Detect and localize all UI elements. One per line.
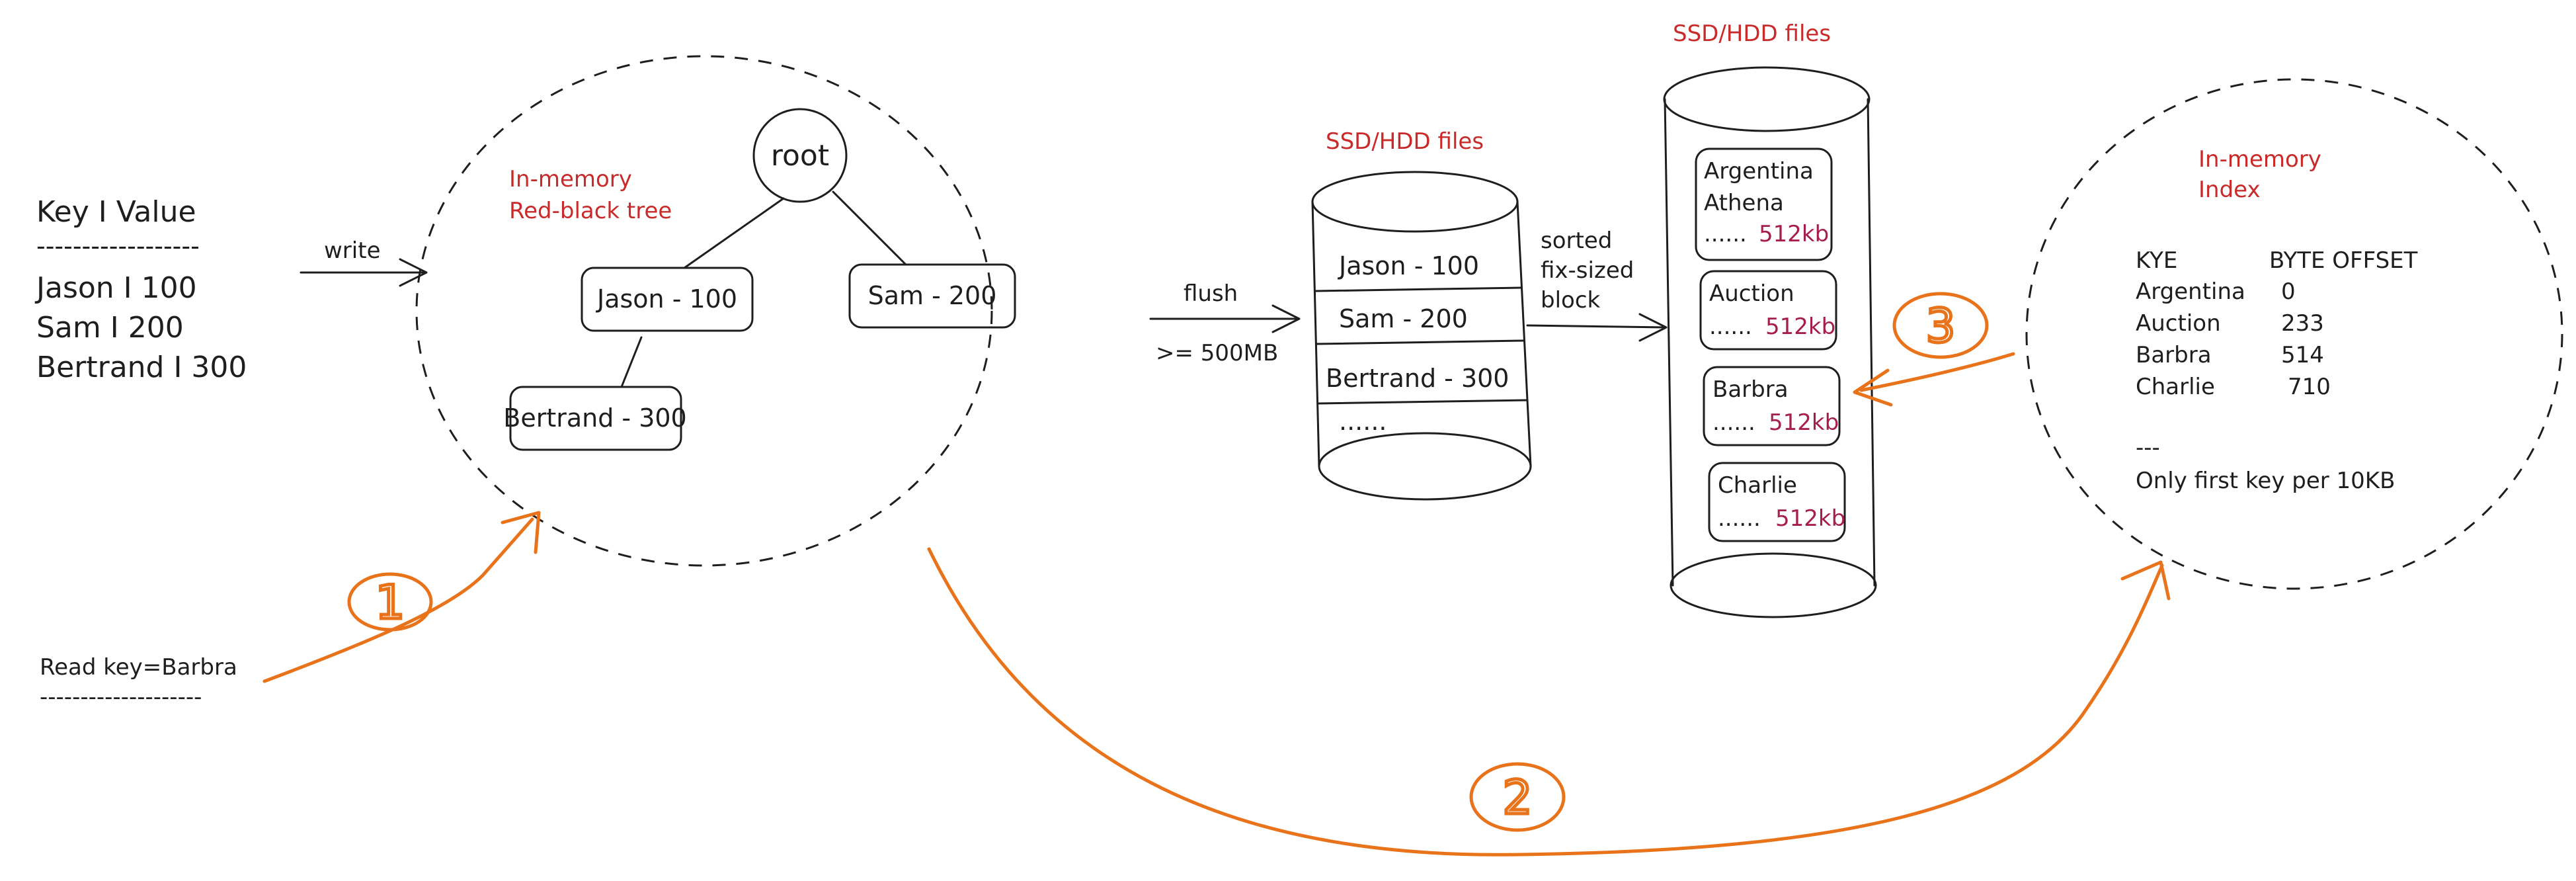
- index-offset: 710: [2288, 374, 2331, 400]
- index-offset: 0: [2281, 278, 2296, 305]
- read-request: Read key=Barbra --------------------: [40, 654, 237, 710]
- index-key: Argentina: [2136, 278, 2245, 305]
- block-key: Auction: [1709, 280, 1794, 307]
- memtable-boundary: [415, 55, 993, 567]
- sstable-row: ......: [1339, 407, 1387, 436]
- index-boundary: [2025, 78, 2563, 590]
- index-label: Index: [2198, 177, 2261, 203]
- sstable-block: [1708, 462, 1846, 542]
- block-arrow: sorted fix-sized block: [1526, 228, 1668, 342]
- memtable-label: Red-black tree: [509, 198, 672, 224]
- tree-node: [581, 267, 754, 332]
- block-size: 512kb: [1775, 505, 1845, 532]
- sorted-label: block: [1541, 287, 1601, 314]
- index-separator: ---: [2136, 435, 2160, 461]
- block-key: Argentina: [1704, 158, 1814, 185]
- read-separator: --------------------: [40, 684, 202, 710]
- step-badge: [347, 572, 433, 632]
- read-path-arrows: 1 2 3: [262, 292, 2171, 857]
- write-arrow: write: [300, 237, 428, 287]
- block-key: Athena: [1704, 190, 1784, 216]
- sstable-block: [1695, 147, 1833, 261]
- flush-arrow: flush >= 500MB: [1149, 280, 1301, 366]
- block-dots: ......: [1712, 409, 1755, 436]
- write-label: write: [324, 237, 380, 264]
- read-label: Read key=Barbra: [40, 654, 237, 681]
- index-label: In-memory: [2198, 146, 2321, 173]
- index-offset: 514: [2281, 342, 2324, 368]
- flush-label: flush: [1184, 280, 1238, 307]
- sstable-block: [1699, 270, 1837, 351]
- step1-arrow: [262, 517, 534, 683]
- sstable-row: Sam - 200: [1339, 304, 1468, 333]
- tree-node-label: Jason - 100: [596, 284, 737, 314]
- tree-node-label: root: [771, 139, 829, 173]
- step3-arrow: [1859, 352, 2015, 392]
- step-badge: [1892, 292, 1989, 359]
- kv-row: Bertrand I 300: [36, 351, 247, 384]
- tree-node: [848, 263, 1016, 329]
- step-number: 2: [1503, 771, 1533, 825]
- step-badge: [1469, 762, 1566, 832]
- block-key: Barbra: [1712, 376, 1789, 403]
- index-note: Only first key per 10KB: [2136, 468, 2395, 494]
- tree-node-root: [752, 108, 848, 203]
- sstable-title: SSD/HDD files: [1326, 128, 1484, 155]
- index-key: Auction: [2136, 310, 2221, 337]
- kv-row: Jason I 100: [34, 271, 197, 305]
- kv-header: Key I Value: [36, 195, 196, 229]
- index-offset: 233: [2281, 310, 2324, 337]
- red-black-tree: root Jason - 100 Sam - 200 Bertrand - 30…: [503, 108, 1016, 451]
- kv-separator: ------------------: [36, 231, 200, 261]
- sstable-cylinder-1: SSD/HDD files Jason - 100 Sam - 200 Bert…: [1311, 128, 1532, 501]
- block-size: 512kb: [1765, 314, 1835, 340]
- kv-row: Sam I 200: [36, 311, 184, 345]
- block-key: Charlie: [1718, 472, 1797, 499]
- tree-node-label: Sam - 200: [868, 281, 997, 310]
- sstable-cylinder-2: SSD/HDD files Argentina Athena ...... 51…: [1663, 21, 1877, 618]
- sstable-row: Jason - 100: [1338, 251, 1479, 280]
- step-number: 1: [376, 575, 405, 630]
- memtable-label: In-memory: [509, 166, 632, 192]
- sparse-index: In-memory Index KYE BYTE OFFSET Argentin…: [2136, 146, 2418, 494]
- sstable-block: [1703, 366, 1841, 446]
- sorted-label: fix-sized: [1541, 257, 1634, 284]
- flush-threshold: >= 500MB: [1156, 340, 1278, 366]
- tree-node-label: Bertrand - 300: [503, 403, 687, 433]
- block-size: 512kb: [1769, 409, 1839, 436]
- block-dots: ......: [1718, 505, 1761, 532]
- index-col-key: KYE: [2136, 247, 2177, 274]
- index-key: Charlie: [2136, 374, 2215, 400]
- sorted-label: sorted: [1541, 228, 1612, 254]
- step2-arrow: [927, 547, 2164, 857]
- block-size: 512kb: [1759, 221, 1829, 247]
- sstable-title: SSD/HDD files: [1673, 21, 1831, 47]
- kv-table: Key I Value ------------------ Jason I 1…: [34, 195, 247, 384]
- block-dots: ......: [1709, 314, 1752, 340]
- tree-node: [509, 386, 682, 451]
- index-key: Barbra: [2136, 342, 2212, 368]
- step-number: 3: [1926, 299, 1956, 353]
- sstable-row: Bertrand - 300: [1326, 364, 1509, 393]
- index-col-offset: BYTE OFFSET: [2269, 247, 2418, 274]
- block-dots: ......: [1704, 221, 1747, 247]
